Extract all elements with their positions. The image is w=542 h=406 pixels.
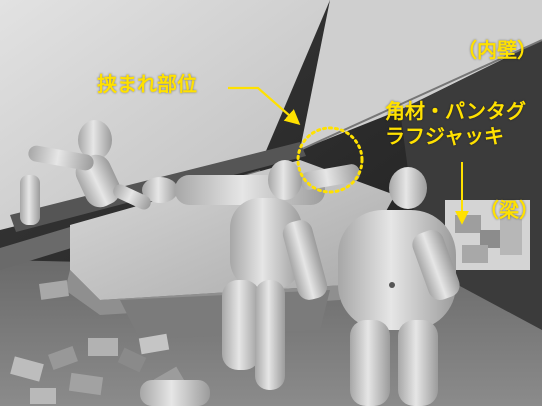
beam-label: （梁） (479, 198, 539, 222)
inner-wall-label: （内壁） (457, 38, 537, 62)
pinch-arrow (228, 86, 301, 126)
jack-label-line1: 角材・パンタグ (385, 99, 526, 123)
rescuer-center (222, 160, 328, 390)
rubble (10, 280, 185, 404)
ceiling-panel-right (300, 0, 542, 150)
jack-label-line2: ラフジャッキ (385, 124, 504, 148)
pinch-circle (296, 126, 364, 194)
foreground-hand (140, 380, 210, 406)
rescuer-right (338, 167, 460, 406)
pinch-site-label: 挟まれ部位 (97, 72, 197, 96)
rescuer-left (20, 120, 151, 225)
